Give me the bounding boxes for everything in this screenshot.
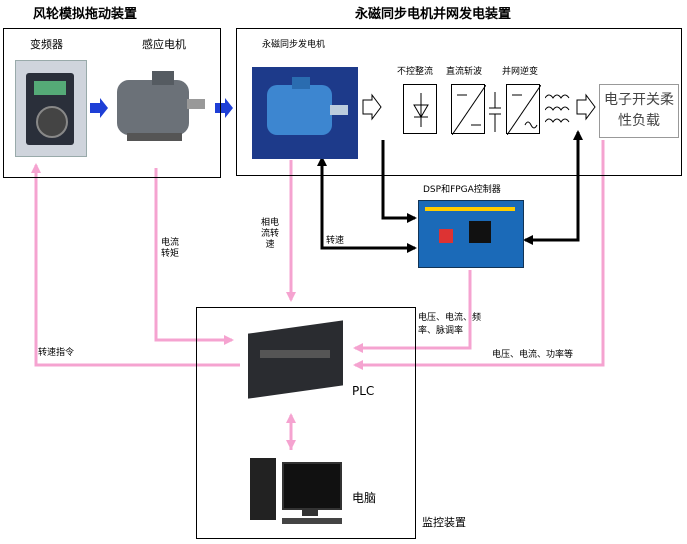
grid-inverter-block	[506, 84, 541, 135]
flexible-load-label: 电子开关柔性负载	[604, 92, 674, 129]
current-torque-line	[154, 168, 234, 345]
current-torque-label: 电流转矩	[160, 238, 179, 259]
monitor-title: 监控装置	[422, 516, 466, 529]
dc-chopper-block	[451, 84, 486, 135]
grid-inverter-label: 并网逆变	[502, 67, 539, 77]
plc-image	[240, 315, 352, 410]
induction-motor-image	[112, 65, 207, 150]
pmsg-label: 永磁同步发电机	[262, 40, 326, 50]
rectifier-label: 不控整流	[397, 67, 434, 77]
wind-sim-title: 风轮模拟拖动装置	[33, 7, 138, 22]
plc-label: PLC	[352, 384, 375, 398]
speed-cmd-label: 转速指令	[38, 348, 75, 358]
pmsg-image	[252, 67, 358, 159]
pmsg-grid-box	[236, 28, 682, 176]
flexible-load-box	[599, 84, 679, 138]
speed-cmd-line	[31, 163, 240, 367]
monitor-box	[196, 307, 416, 539]
v-i-freq-label: 电压、电流、功率等	[492, 350, 574, 360]
pmsg-grid-title: 永磁同步电机并网发电装置	[355, 7, 512, 22]
dc-chopper-label: 直流斩波	[446, 67, 483, 77]
speed-label: 转速	[326, 236, 345, 246]
wind-sim-box	[3, 28, 221, 178]
v-i-freq-power-label: 电压、电流、频率、脉调率	[418, 313, 482, 336]
dsp-board-image	[418, 200, 524, 268]
pc-image	[250, 458, 355, 530]
dc-capacitor	[489, 92, 501, 132]
converter-dsp-line	[381, 140, 417, 223]
blue-arrow-1	[90, 98, 108, 118]
load-plc-line	[353, 140, 605, 370]
inverter-image	[15, 60, 87, 157]
phase-current-speed-label: 相电流转速	[260, 218, 279, 250]
dsp-plc-line	[353, 270, 472, 353]
rectifier-block	[403, 84, 437, 134]
filter-inductor	[545, 92, 575, 128]
blue-arrow-2	[215, 98, 233, 118]
pc-label: 电脑	[352, 491, 377, 505]
inverter-label: 变频器	[30, 38, 63, 51]
induction-motor-label: 感应电机	[142, 38, 186, 51]
dsp-label: DSP和FPGA控制器	[423, 185, 501, 195]
